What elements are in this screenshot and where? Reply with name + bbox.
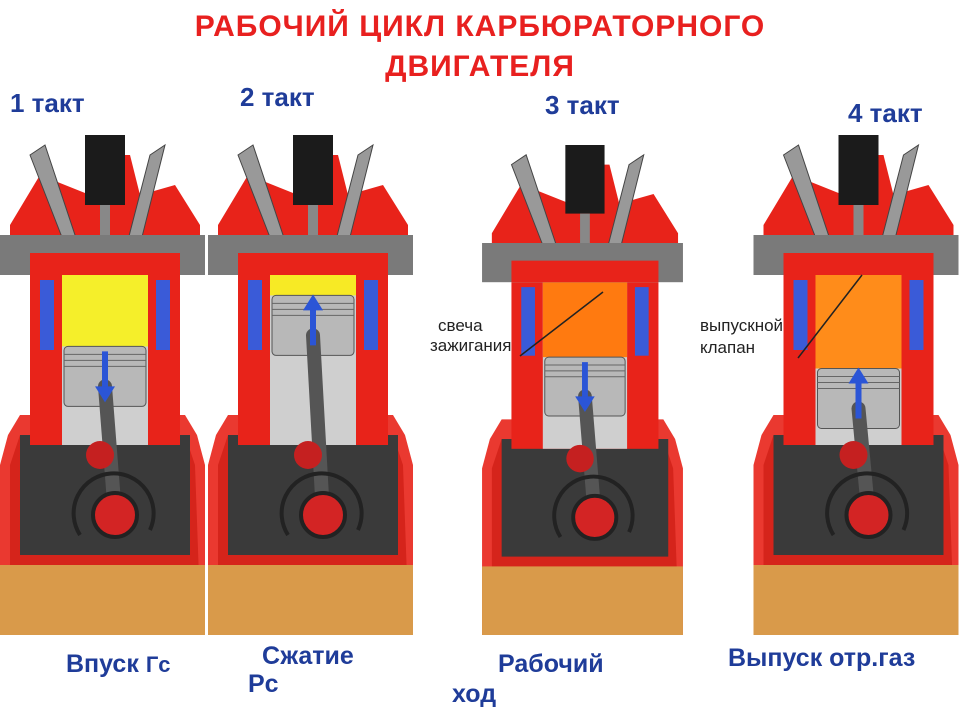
head-gasket <box>30 253 180 275</box>
arrow-head <box>575 396 595 413</box>
engine-stroke-3 <box>480 145 685 635</box>
stroke-2-label: 2 такт <box>240 82 315 112</box>
spark-plug-tip <box>100 205 110 245</box>
stroke-3-caption-main: Рабочий <box>498 650 604 678</box>
spark-plug-callout-line-1: свеча <box>438 316 483 335</box>
spark-plug-body <box>838 135 879 205</box>
stroke-1-label: 1 такт <box>10 88 85 118</box>
coolant-jacket-left <box>793 280 808 350</box>
combustion-chamber <box>815 275 902 369</box>
crankshaft <box>571 493 619 541</box>
spark-plug-body <box>85 135 125 205</box>
engine-3-svg <box>482 145 683 635</box>
engine-1-svg <box>0 135 205 635</box>
arrow-head <box>848 367 869 384</box>
coolant-jacket-right <box>364 280 378 350</box>
exhaust-valve-callout-line-1: выпускной <box>700 316 784 335</box>
arrow-head <box>303 294 323 311</box>
spark-plug-body <box>293 135 333 205</box>
crankshaft <box>299 491 347 539</box>
stroke-4-label: 4 такт <box>848 98 923 128</box>
oil-sump <box>482 566 683 635</box>
stroke-1-caption: Впуск Гс <box>66 650 171 679</box>
stroke-1-caption-sub: Гс <box>145 652 171 677</box>
rotation-arrow <box>279 471 364 537</box>
coolant-jacket-left <box>248 280 262 350</box>
coolant-jacket-right <box>634 287 649 356</box>
coolant-jacket-left <box>40 280 54 350</box>
head-gasket <box>511 260 659 283</box>
stroke-1-caption-main: Впуск <box>66 650 139 678</box>
crank-pin <box>839 441 868 469</box>
engine-stroke-1 <box>0 135 205 635</box>
engine-2-svg <box>208 135 413 635</box>
crankshaft <box>91 491 139 539</box>
rotation-arrow <box>825 471 910 537</box>
stroke-2-caption-main: Сжатие <box>262 642 354 670</box>
engine-stroke-4 <box>752 135 960 635</box>
combustion-chamber <box>542 282 628 358</box>
combustion-chamber <box>270 275 356 296</box>
spark-plug-tip <box>308 205 318 245</box>
exhaust-valve-callout-line-2: клапан <box>700 338 756 357</box>
stroke-2-caption-sub: Рс <box>248 670 279 698</box>
stroke-3-caption-sub: ход <box>452 680 497 708</box>
crank-pin <box>86 441 114 469</box>
crank-pin <box>566 444 594 473</box>
spark-plug-tip <box>853 205 864 245</box>
connecting-rod <box>306 328 330 522</box>
title-line-2: ДВИГАТЕЛЯ <box>385 50 575 83</box>
engine-4-svg <box>753 135 959 635</box>
spark-plug-body <box>565 145 605 214</box>
spark-plug-tip <box>580 213 590 253</box>
coolant-jacket-left <box>521 287 535 356</box>
coolant-jacket-right <box>909 280 924 350</box>
head-gasket <box>783 253 934 275</box>
engine-stroke-2 <box>208 135 413 635</box>
head-gasket <box>238 253 388 275</box>
crank-pin <box>294 441 322 469</box>
stroke-3-label: 3 такт <box>545 90 620 120</box>
arrow-head <box>95 386 115 403</box>
rotation-arrow <box>552 474 635 539</box>
rotation-arrow <box>71 471 156 537</box>
spark-plug-callout-line-2: зажигания <box>430 336 512 355</box>
combustion-chamber <box>62 275 148 347</box>
oil-sump <box>753 565 959 635</box>
stroke-4-caption-main: Выпуск отр.газ <box>728 644 916 672</box>
title-line-1: РАБОЧИЙ ЦИКЛ КАРБЮРАТОРНОГО <box>194 10 766 43</box>
oil-sump <box>208 565 413 635</box>
crankshaft <box>844 491 893 539</box>
oil-sump <box>0 565 205 635</box>
coolant-jacket-right <box>156 280 170 350</box>
